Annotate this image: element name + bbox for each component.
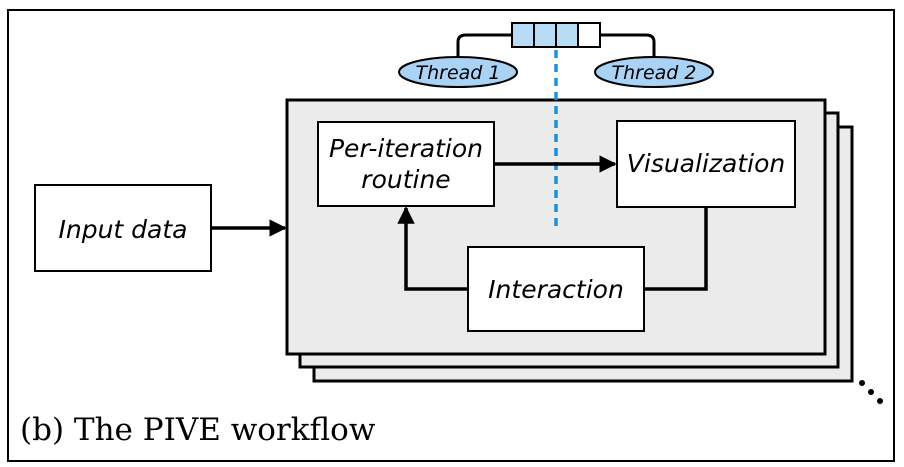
ellipsis-dots — [859, 380, 883, 404]
per-iteration-label-line2: routine — [361, 165, 450, 194]
input-data-label: Input data — [59, 215, 188, 244]
visualization-label: Visualization — [627, 149, 785, 178]
interaction-box — [467, 246, 645, 332]
arrow-interaction-to-routine — [397, 206, 468, 291]
interaction-label: Interaction — [488, 275, 624, 304]
per-iteration-label-line1: Per-iteration — [329, 134, 483, 163]
thread-1-label: Thread 1 — [416, 62, 501, 84]
thread-2-ellipse — [594, 56, 714, 88]
shared-queue — [511, 22, 601, 48]
connector-visualization-to-interaction — [644, 207, 708, 291]
thread-1-ellipse — [398, 56, 518, 88]
thread-connector — [456, 33, 656, 58]
per-iteration-routine-box — [317, 121, 495, 207]
figure-caption: (b) The PIVE workflow — [20, 412, 376, 448]
thread-2-label: Thread 2 — [612, 62, 697, 84]
input-data-box — [34, 184, 212, 272]
